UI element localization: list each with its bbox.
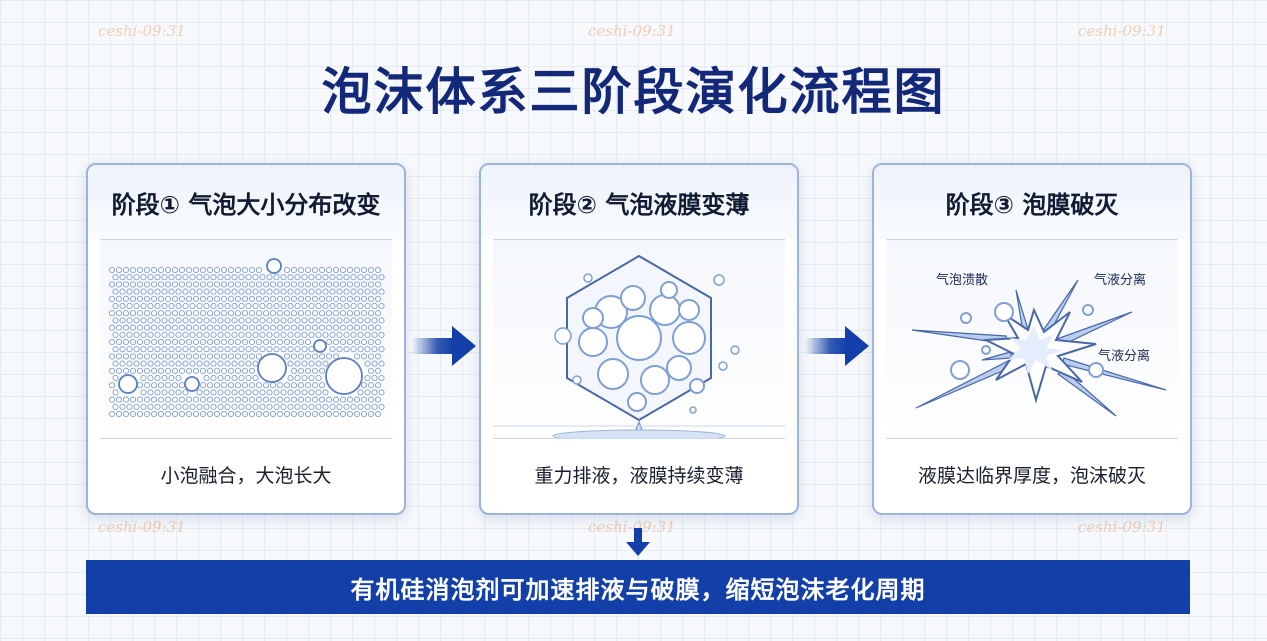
watermark: ceshi-09:31 xyxy=(588,22,676,40)
stage-title: 阶段③ 泡膜破灭 xyxy=(874,165,1190,239)
large-bubble xyxy=(184,376,200,392)
page-title: 泡沫体系三阶段演化流程图 xyxy=(321,63,946,121)
burst-label: 气液分离 xyxy=(1098,348,1150,364)
bubble-distribution-graphic xyxy=(108,258,385,418)
stage-card-1: 阶段① 气泡大小分布改变 小泡融合，大泡长大 xyxy=(86,163,406,515)
large-bubble xyxy=(266,258,282,274)
stage-card-3: 阶段③ 泡膜破灭 xyxy=(872,163,1192,515)
stage-caption: 小泡融合，大泡长大 xyxy=(160,464,332,487)
watermark: ceshi-09:31 xyxy=(1078,22,1166,40)
stage-caption: 重力排液，液膜持续变薄 xyxy=(534,464,744,487)
watermark: ceshi-09:31 xyxy=(1078,518,1166,536)
large-bubble xyxy=(118,374,138,394)
burst-label: 气液分离 xyxy=(1094,272,1146,288)
large-bubble xyxy=(257,353,287,383)
arrow-right-icon xyxy=(805,326,869,366)
film-rupture-graphic: 气泡溃散 气液分离 气液分离 xyxy=(911,272,1167,417)
conclusion-banner: 有机硅消泡剂可加速排液与破膜，缩短泡沫老化周期 xyxy=(86,560,1190,614)
watermark: ceshi-09:31 xyxy=(98,22,186,40)
stage-card-2: 阶段② 气泡液膜变薄 xyxy=(479,163,799,515)
stage-caption: 液膜达临界厚度，泡沫破灭 xyxy=(917,464,1146,487)
stage-illustration-burst: 气泡溃散 气液分离 气液分离 xyxy=(886,239,1178,439)
burst-label: 气泡溃散 xyxy=(936,272,988,288)
stage-title: 阶段② 气泡液膜变薄 xyxy=(481,165,797,239)
stage-illustration-bubbles xyxy=(100,239,392,439)
stage-illustration-film xyxy=(493,239,785,439)
stage-title: 阶段① 气泡大小分布改变 xyxy=(88,165,404,239)
watermark: ceshi-09:31 xyxy=(98,518,186,536)
arrow-right-icon xyxy=(412,326,476,366)
film-thinning-graphic xyxy=(493,254,785,438)
large-bubble xyxy=(325,357,363,395)
arrow-down-icon xyxy=(626,528,650,556)
large-bubble xyxy=(313,339,327,353)
